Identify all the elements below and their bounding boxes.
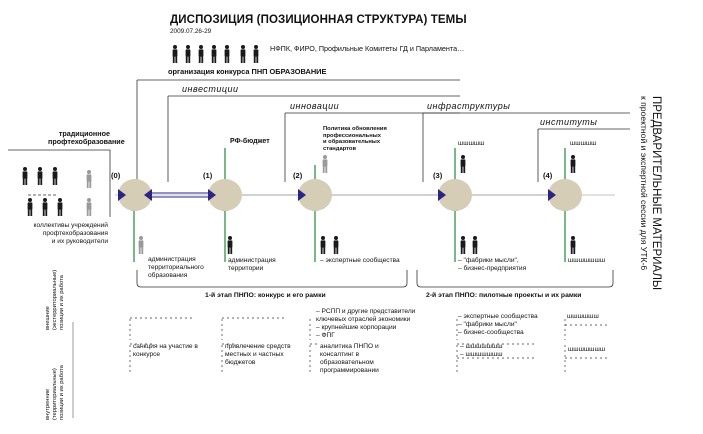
node-2	[298, 179, 332, 211]
expert-communities-label: – экспертные сообщества – "фабрики мысли…	[458, 313, 538, 337]
attract-funds-line: привлечение средств	[225, 343, 291, 350]
sanction-line: санкция на участие в	[133, 343, 198, 350]
collectives-line: профтехобразования	[42, 229, 108, 237]
side-title-line1: ПРЕДВАРИТЕЛЬНЫЕ МАТЕРИАЛЫ	[650, 96, 662, 291]
internal-axis-line: внутренние	[45, 388, 51, 420]
admin-territorial-label: администрация территориального образован…	[148, 256, 204, 280]
external-4-label: шшшшшш	[567, 313, 599, 320]
analytics-label: аналитика ПНПО и консалтинг в образовате…	[320, 343, 379, 375]
page-title: ДИСПОЗИЦИЯ (ПОЗИЦИОННАЯ СТРУКТУРА) ТЕМЫ	[170, 14, 467, 26]
analytics-line: образовательном	[320, 358, 374, 366]
node-4-label: (4)	[543, 171, 553, 180]
expert-communities-line: – бизнес-сообщества	[458, 328, 524, 336]
node-3	[438, 179, 472, 211]
sanction-label: санкция на участие в конкурсе	[133, 343, 198, 359]
left-heading-line2: профтехобразование	[48, 137, 125, 147]
attract-funds-label: привлечение средств местных и частных бю…	[225, 343, 291, 367]
rspp-line: ключевых отраслей экономики	[316, 315, 411, 323]
expert-communities-line: – экспертные сообщества	[458, 313, 538, 320]
think-tanks-label: – "фабрики мысли", – бизнес-предприятия	[458, 257, 526, 273]
internal-3b-label: – шшшшшшш	[460, 351, 503, 358]
collectives-label: коллективы учреждений профтехобразования…	[8, 222, 108, 246]
rspp-line: – ФПГ	[316, 331, 335, 339]
external-axis-label: внешние (экстерриториальные) позиции и и…	[45, 270, 66, 330]
side-title-line2: к проектной и экспертной сессии для УТК-…	[639, 96, 649, 271]
band-infrastructure: инфраструктуры	[427, 101, 511, 111]
sanction-line: конкурсе	[133, 350, 161, 358]
admin-territory-line: администрация	[228, 257, 276, 264]
policy-label: Политика обновления профессиональных и о…	[323, 126, 387, 153]
dashed-separators	[129, 317, 610, 375]
stage-1-label: 1-й этап ПНПО: конкурс и его рамки	[205, 292, 326, 299]
external-axis-line: позиции и их работа	[58, 275, 65, 330]
policy-line: профессиональных	[323, 132, 381, 139]
process-nodes	[118, 179, 582, 211]
node-0	[118, 179, 152, 211]
admin-territorial-line: образования	[148, 271, 188, 279]
admin-territory-line: территории	[228, 264, 264, 272]
node-4-top-label: шшшшш	[570, 140, 597, 147]
internal-axis-line: позиции и их работа	[58, 365, 65, 420]
node-1	[208, 179, 242, 211]
node-2-label: (2)	[293, 171, 303, 180]
rspp-line: – крупнейшие корпорации	[316, 323, 397, 331]
node-3-top-label: шшшшш	[458, 140, 485, 147]
band-institutes: институты	[540, 117, 598, 127]
policy-line: стандартов	[323, 145, 357, 152]
green-arrows	[131, 148, 568, 262]
stage-2-label: 2-й этап ПНПО: пилотные проекты и их рам…	[426, 292, 582, 299]
external-axis-line: (экстерриториальные)	[51, 269, 58, 330]
internal-3a-label: – шшшшшшш	[460, 343, 503, 350]
node-4	[548, 179, 582, 211]
analytics-line: консалтинг в	[320, 350, 360, 358]
rspp-label: – РСПП и другие представители ключевых о…	[316, 308, 415, 340]
internal-axis-label: внутренние (территориальные) позиции и и…	[45, 365, 66, 420]
blue-arrowheads	[118, 189, 556, 201]
organization-label: организация конкурса ПНП ОБРАЗОВАНИЕ	[168, 67, 327, 76]
attract-funds-line: местных и частных	[225, 350, 284, 358]
experts-label: – экспертные сообщества	[320, 257, 400, 264]
band-investments: инвестиции	[182, 84, 239, 94]
attract-funds-line: бюджетов	[225, 358, 256, 366]
policy-line: Политика обновления	[323, 126, 387, 132]
side-title: ПРЕДВАРИТЕЛЬНЫЕ МАТЕРИАЛЫ к проектной и …	[639, 96, 662, 296]
expert-communities-line: – "фабрики мысли"	[458, 320, 517, 328]
band-innovations: инновации	[290, 101, 340, 111]
rf-budget-label: РФ-бюджет	[230, 138, 270, 145]
admin-territorial-line: администрация	[148, 256, 196, 263]
think-tanks-line: – бизнес-предприятия	[458, 264, 527, 272]
policy-line: и образовательных	[323, 139, 381, 146]
date-label: 2009.07.26-29	[170, 28, 212, 35]
admin-territorial-line: территориального	[148, 263, 204, 271]
think-tanks-line: – "фабрики мысли",	[458, 257, 519, 264]
internal-axis-line: (территориальные)	[51, 368, 58, 420]
node-1-label: (1)	[203, 171, 213, 180]
rspp-line: – РСПП и другие представители	[316, 308, 416, 315]
collectives-line: и их руководители	[51, 237, 108, 245]
left-heading: традиционное профтехобразование	[48, 129, 125, 147]
participants-label: НФПК, ФИРО, Профильные Комитеты ГД и Пар…	[270, 44, 465, 53]
collectives-line: коллективы учреждений	[33, 222, 108, 229]
analytics-line: программировании	[320, 366, 379, 374]
analytics-line: аналитика ПНПО и	[320, 343, 379, 350]
admin-territory-label: администрация территории	[228, 257, 276, 273]
node-0-label: (0)	[111, 171, 121, 180]
node-3-label: (3)	[433, 171, 443, 180]
node-links	[152, 192, 548, 198]
node-4-bottom-label: шшшшшшш	[568, 257, 606, 264]
left-heading-line1: традиционное	[58, 129, 110, 138]
internal-4-label: шшшшшшш	[568, 346, 606, 353]
external-axis-line: внешние	[45, 306, 51, 330]
